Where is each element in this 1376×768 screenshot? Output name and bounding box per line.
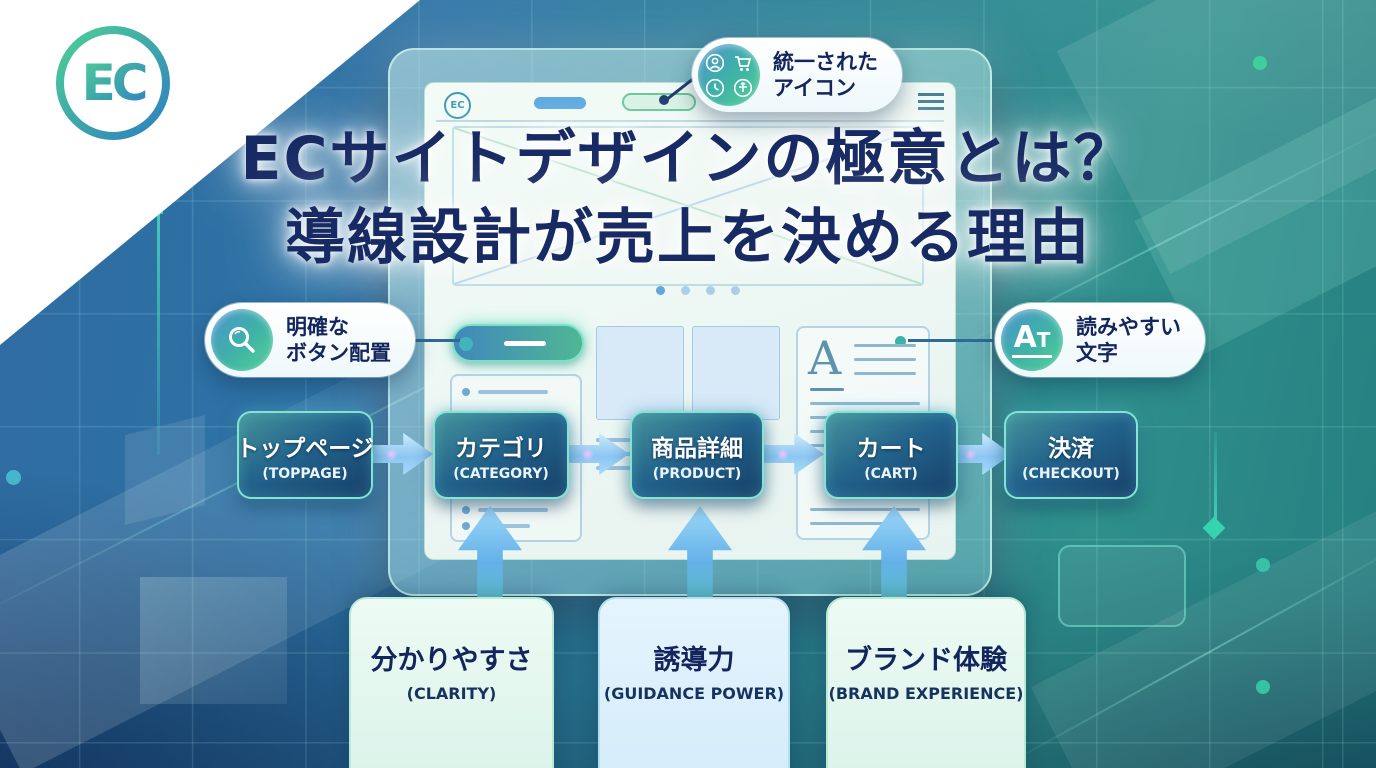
icon-set-bubble <box>698 44 760 106</box>
title-line-1: ECサイトデザインの極意とは？ <box>240 124 1136 194</box>
article-letter: A <box>808 331 842 385</box>
product-card-mock <box>692 326 780 420</box>
carousel-dots <box>656 286 740 295</box>
magnifier-bubble <box>211 309 273 371</box>
bg-accent-line <box>1214 432 1217 524</box>
callout-text-line: アイコン <box>773 76 856 100</box>
bg-outline-rect <box>1058 545 1186 627</box>
list-row <box>462 388 548 396</box>
flow-step-cart: カート (CART) <box>824 411 958 499</box>
clock-icon <box>705 78 725 97</box>
pillar-label: 誘導力 <box>653 645 735 676</box>
flow-step-checkout: 決済 (CHECKOUT) <box>1004 411 1138 499</box>
callout-text-line: 文字 <box>1076 341 1118 365</box>
callout-unified-icons: 統一された アイコン <box>692 38 902 112</box>
cart-icon <box>735 55 752 71</box>
connector-anchor-dot <box>659 95 669 105</box>
bg-diagonal-line <box>1019 547 1376 758</box>
bg-diagonal-band <box>1030 460 1376 768</box>
flow-step-sublabel: (CATEGORY) <box>453 465 549 482</box>
title-line-2: 導線設計が売上を決める理由 <box>285 203 1091 273</box>
cta-button-mock <box>452 324 584 362</box>
bg-node-dot <box>6 470 21 485</box>
bg-glass-square <box>140 577 287 704</box>
flow-step-label: 商品詳細 <box>651 435 743 462</box>
connector-right <box>908 339 1000 342</box>
pillar-card-brand: ブランド体験 (BRAND EXPERIENCE) <box>826 597 1026 768</box>
callout-text-line: ボタン配置 <box>286 341 391 365</box>
bg-diamond-marker <box>1202 516 1226 540</box>
flow-step-label: カート <box>856 435 926 462</box>
bg-node-dot <box>1256 558 1270 572</box>
pillar-sublabel: (BRAND EXPERIENCE) <box>828 684 1024 703</box>
flow-step-sublabel: (CHECKOUT) <box>1022 465 1120 482</box>
flow-step-sublabel: (TOPPAGE) <box>262 465 348 482</box>
product-card-mock <box>596 326 684 420</box>
pillar-sublabel: (GUIDANCE POWER) <box>603 684 785 703</box>
pillar-label: ブランド体験 <box>845 645 1007 676</box>
pillar-label: 分かりやすさ <box>370 645 533 676</box>
flow-step-toppage: トップページ (TOPPAGE) <box>236 411 374 499</box>
connector-anchor-dot <box>459 337 473 351</box>
svg-text:EC: EC <box>82 54 146 112</box>
gift-icon <box>733 78 753 97</box>
pillar-card-guidance: 誘導力 (GUIDANCE POWER) <box>598 597 790 768</box>
window-logo-mark: EC <box>444 92 471 119</box>
bg-node-dot <box>1253 56 1267 70</box>
callout-clear-buttons: 明確な ボタン配置 <box>205 303 415 377</box>
flow-step-label: 決済 <box>1048 435 1094 462</box>
callout-text-line: 読みやすい <box>1076 315 1181 339</box>
bg-glass-square <box>125 415 205 525</box>
bg-node-dot <box>1256 680 1270 694</box>
flow-step-sublabel: (PRODUCT) <box>652 465 742 482</box>
pillar-card-clarity: 分かりやすさ (CLARITY) <box>349 597 554 768</box>
flow-step-category: カテゴリ (CATEGORY) <box>433 411 569 499</box>
flow-step-label: カテゴリ <box>455 435 547 462</box>
user-icon <box>705 53 725 72</box>
magnifier-icon <box>229 327 255 353</box>
callout-text-line: 統一された <box>773 50 878 74</box>
hamburger-icon <box>918 93 944 96</box>
nav-pill <box>534 97 586 109</box>
flow-step-product: 商品詳細 (PRODUCT) <box>630 411 764 499</box>
button-label-dash <box>504 341 546 346</box>
flow-step-sublabel: (CART) <box>864 465 918 482</box>
flow-step-label: トップページ <box>236 435 374 462</box>
callout-text-line: 明確な <box>286 315 349 339</box>
page-title: ECサイトデザインの極意とは？ 導線設計が売上を決める理由 <box>0 120 1376 278</box>
pillar-sublabel: (CLARITY) <box>406 684 497 703</box>
